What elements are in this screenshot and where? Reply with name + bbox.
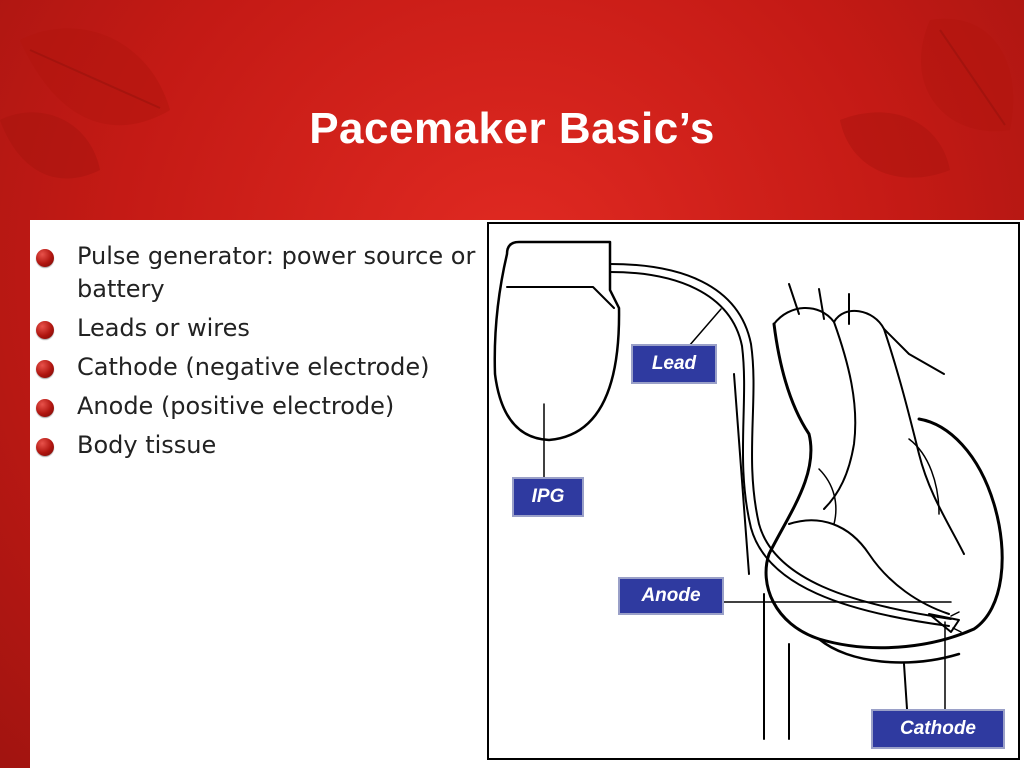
ipg-callout: IPG bbox=[512, 477, 584, 517]
lead-wire-drawing bbox=[609, 263, 952, 627]
bullet-item: Body tissue bbox=[34, 429, 494, 462]
slide-title: Pacemaker Basic’s bbox=[309, 104, 715, 153]
bullet-icon bbox=[36, 438, 54, 456]
bullet-text: Anode (positive electrode) bbox=[77, 392, 395, 420]
electrode-tip-drawing bbox=[928, 611, 962, 633]
bullet-list: Pulse generator: power source or battery… bbox=[34, 240, 494, 468]
bullet-item: Leads or wires bbox=[34, 312, 494, 345]
leaf-decoration-right bbox=[840, 18, 1014, 178]
bullet-icon bbox=[36, 249, 54, 267]
anode-callout: Anode bbox=[618, 577, 724, 615]
pulse-generator-drawing bbox=[493, 240, 621, 442]
bullet-text: Cathode (negative electrode) bbox=[77, 353, 430, 381]
leaf-decoration-left bbox=[0, 28, 170, 179]
pacemaker-illustration bbox=[493, 240, 1004, 740]
bullet-icon bbox=[36, 360, 54, 378]
bullet-text: Leads or wires bbox=[77, 314, 250, 342]
bullet-item: Cathode (negative electrode) bbox=[34, 351, 494, 384]
lead-callout: Lead bbox=[631, 344, 717, 384]
bullet-icon bbox=[36, 321, 54, 339]
bullet-text: Body tissue bbox=[77, 431, 217, 459]
bullet-icon bbox=[36, 399, 54, 417]
bullet-item: Anode (positive electrode) bbox=[34, 390, 494, 423]
heart-drawing bbox=[733, 283, 1004, 740]
bullet-item: Pulse generator: power source or battery bbox=[34, 240, 494, 306]
bullet-text: Pulse generator: power source or battery bbox=[77, 242, 476, 303]
lead-leader-line bbox=[688, 308, 722, 347]
cathode-callout: Cathode bbox=[871, 709, 1005, 749]
